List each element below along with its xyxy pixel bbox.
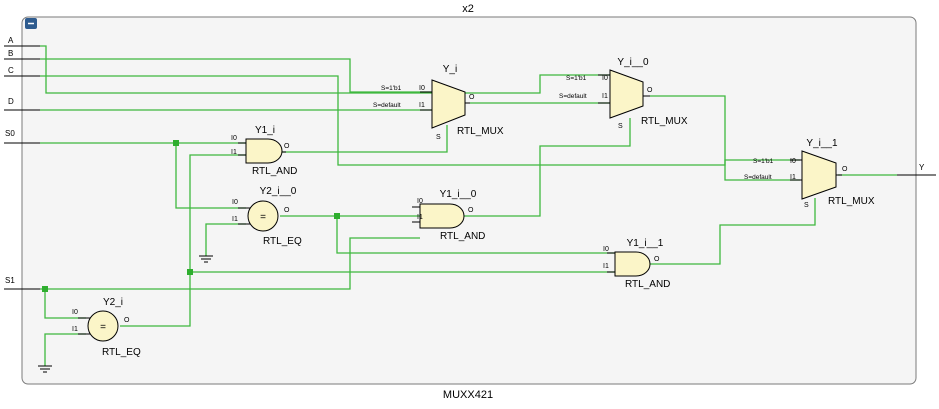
port-s0-label: S0 — [5, 129, 15, 138]
eq-y2-i[interactable]: = Y2_i I0 I1 O RTL_EQ — [72, 297, 141, 358]
and-y1-i-1-name: Y1_i__1 — [627, 238, 664, 249]
wire-y2-i-0-and[interactable] — [336, 216, 615, 254]
mux-y-i-1[interactable]: Y_i__1 S=1'b1 I0 S=default I1 O S RTL_MU… — [744, 138, 875, 209]
module-box[interactable] — [21, 16, 917, 385]
junction-y2-i — [187, 269, 193, 275]
and-y1-i-1-i0: I0 — [603, 246, 609, 253]
port-a-label: A — [8, 36, 14, 45]
and-y1-i-i0: I0 — [231, 135, 237, 142]
wire-c[interactable] — [40, 75, 800, 166]
port-c-label: C — [8, 66, 14, 75]
wire-y1-i-0-out[interactable] — [464, 118, 631, 217]
mux-y-i-1-i1: I1 — [790, 174, 796, 181]
module-type-name: MUXX421 — [443, 389, 493, 401]
eq-y2-i-0-name: Y2_i__0 — [260, 186, 297, 197]
mux-y-i-0-i1: I1 — [602, 93, 608, 100]
mux-y-i-0-i1-cond: S=default — [559, 93, 587, 100]
mux-y-i-name: Y_i — [443, 64, 457, 75]
and-y1-i-0[interactable]: Y1_i__0 I0 I1 O RTL_AND — [412, 189, 485, 242]
port-a[interactable]: A — [4, 36, 40, 47]
junction-y2-i-0 — [334, 213, 340, 219]
eq-y2-i-0-type: RTL_EQ — [263, 236, 302, 247]
and-y1-i-0-o: O — [468, 207, 474, 214]
and-y1-i-o: O — [284, 143, 290, 150]
mux-y-i-0-o: O — [647, 87, 653, 94]
and-y1-i-1-o: O — [654, 256, 660, 263]
and-y1-i-1[interactable]: Y1_i__1 I0 I1 O RTL_AND — [603, 238, 670, 290]
mux-y-i-0-i0: I0 — [602, 75, 608, 82]
port-s0[interactable]: S0 — [4, 129, 40, 144]
and-y1-i-i1: I1 — [231, 149, 237, 156]
mux-y-i-i0-cond: S=1'b1 — [381, 85, 402, 92]
collapse-button[interactable] — [25, 18, 37, 29]
eq-y2-i-0[interactable]: = Y2_i__0 I0 I1 O RTL_EQ — [232, 186, 302, 247]
and-y1-i-0-i0: I0 — [417, 198, 423, 205]
mux-y-i-i1-cond: S=default — [373, 102, 401, 109]
port-b[interactable]: B — [4, 49, 40, 60]
mux-y-i-1-name: Y_i__1 — [806, 138, 838, 149]
ground-symbol-1 — [199, 255, 213, 263]
mux-y-i-1-i1-cond: S=default — [744, 174, 772, 181]
wire-y1-i-out[interactable] — [282, 125, 448, 153]
wire-a[interactable] — [40, 45, 610, 94]
port-y-label: Y — [919, 163, 925, 172]
mux-y-i-o: O — [469, 94, 475, 101]
mux-y-i-i1: I1 — [419, 102, 425, 109]
mux-y-i-0[interactable]: Y_i__0 S=1'b1 I0 S=default I1 O S RTL_MU… — [559, 57, 688, 130]
mux-y-i-1-type: RTL_MUX — [828, 196, 875, 207]
port-d-label: D — [8, 97, 14, 106]
eq-y2-i-o: O — [124, 317, 130, 324]
and-y1-i-1-i1: I1 — [603, 263, 609, 270]
mux-y-i-0-s: S — [618, 123, 623, 130]
and-y1-i-0-i1: I1 — [417, 214, 423, 221]
eq-y2-i-0-i1: I1 — [232, 216, 238, 223]
mux-y-i-type: RTL_MUX — [457, 126, 504, 137]
and-y1-i-0-type: RTL_AND — [440, 231, 485, 242]
module-instance-name: x2 — [462, 3, 474, 15]
wire-eq0-gnd[interactable] — [205, 223, 246, 256]
eq-y2-i-symbol: = — [100, 322, 106, 333]
wire-b[interactable] — [40, 58, 432, 93]
eq-y2-i-0-o: O — [284, 207, 290, 214]
ground-symbol-2 — [38, 365, 52, 373]
wire-eq-gnd[interactable] — [44, 333, 86, 366]
eq-y2-i-type: RTL_EQ — [102, 347, 141, 358]
mux-y-i-0-name: Y_i__0 — [617, 57, 649, 68]
and-y1-i[interactable]: Y1_i I0 I1 O RTL_AND — [231, 125, 297, 177]
and-y1-i-0-name: Y1_i__0 — [440, 189, 477, 200]
mux-y-i-i0: I0 — [419, 85, 425, 92]
eq-y2-i-name: Y2_i — [103, 297, 123, 308]
mux-y-i-1-o: O — [842, 166, 848, 173]
and-y1-i-name: Y1_i — [255, 125, 275, 136]
mux-y-i-1-i0: I0 — [790, 158, 796, 165]
and-y1-i-type: RTL_AND — [252, 166, 297, 177]
wire-y1-i-1-out[interactable] — [650, 198, 816, 265]
mux-y-i-0-type: RTL_MUX — [641, 116, 688, 127]
port-b-label: B — [8, 49, 13, 58]
eq-y2-i-0-symbol: = — [260, 212, 266, 223]
and-y1-i-1-type: RTL_AND — [625, 279, 670, 290]
eq-y2-i-0-i0: I0 — [232, 199, 238, 206]
mux-y-i-1-i0-cond: S=1'b1 — [753, 158, 774, 165]
mux-y-i-1-s: S — [804, 202, 809, 209]
wires — [40, 45, 897, 366]
mux-y-i[interactable]: Y_i S=1'b1 I0 S=default I1 O S RTL_MUX — [373, 64, 504, 141]
junction-s0 — [173, 140, 179, 146]
wire-y-i-0-out[interactable] — [650, 95, 800, 181]
wire-s0-eq[interactable] — [175, 143, 246, 209]
mux-y-i-0-i0-cond: S=1'b1 — [566, 75, 587, 82]
wire-s1-eq[interactable] — [44, 289, 86, 319]
port-d[interactable]: D — [4, 97, 40, 111]
eq-y2-i-i1: I1 — [72, 326, 78, 333]
port-s1[interactable]: S1 — [4, 276, 40, 290]
wire-s1[interactable] — [40, 237, 420, 290]
mux-y-i-s: S — [436, 134, 441, 141]
eq-y2-i-i0: I0 — [72, 309, 78, 316]
port-s1-label: S1 — [5, 276, 15, 285]
port-y[interactable]: Y — [897, 163, 936, 176]
junction-s1 — [42, 286, 48, 292]
wire-y2-i-out[interactable] — [120, 154, 246, 327]
port-c[interactable]: C — [4, 66, 40, 77]
